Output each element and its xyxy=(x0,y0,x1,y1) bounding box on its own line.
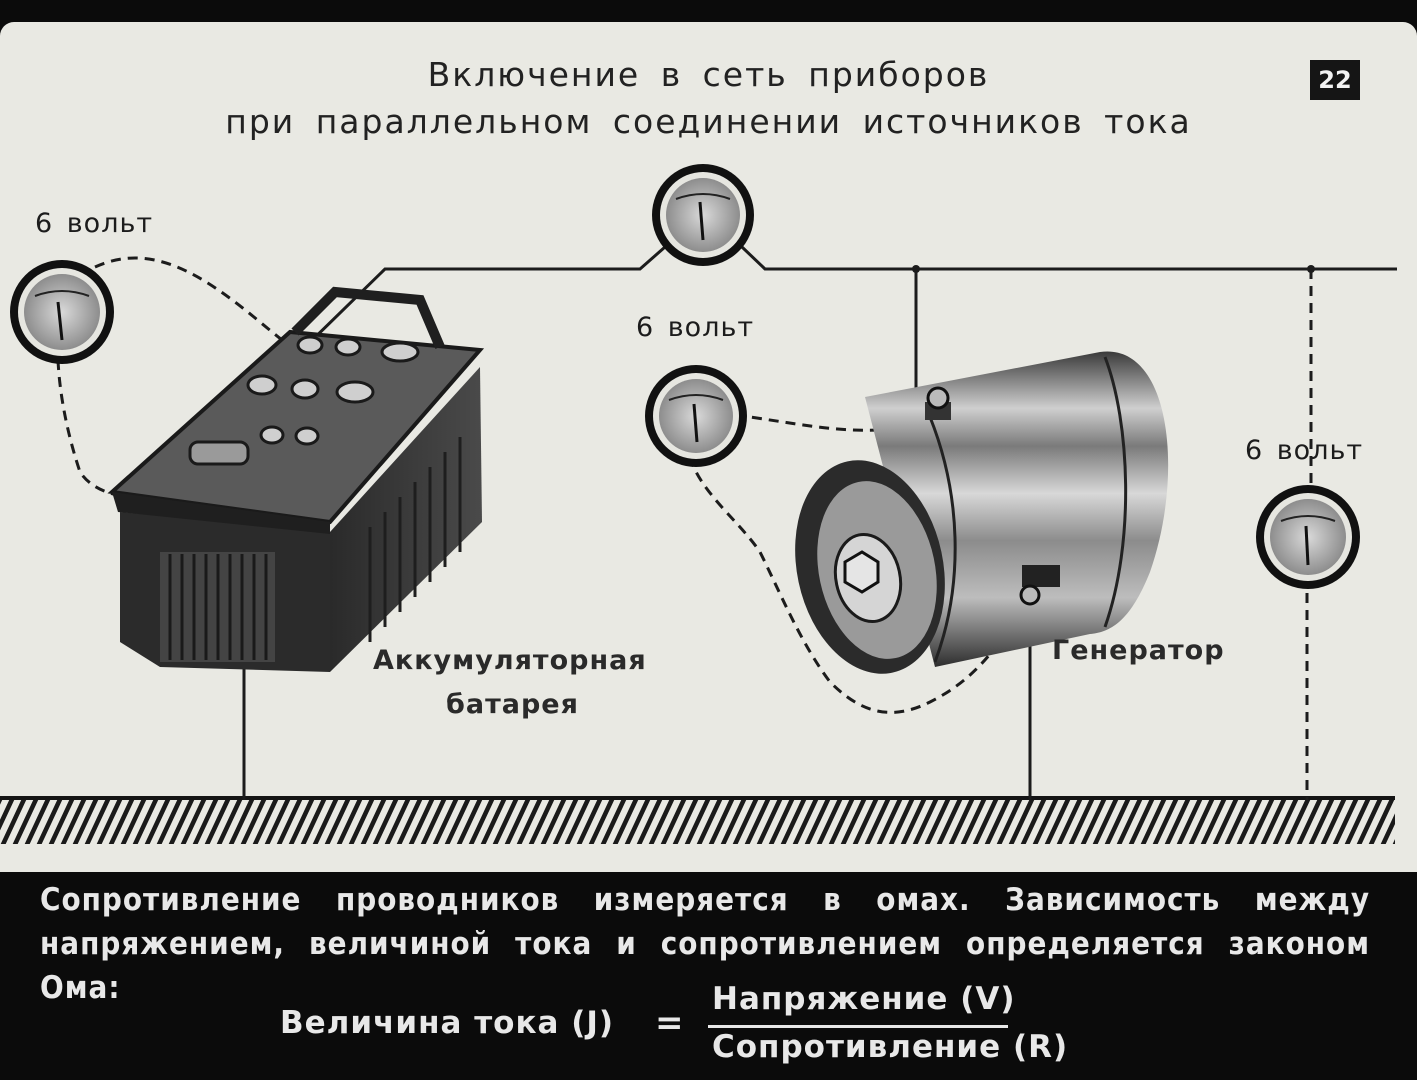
formula-numerator: Напряжение (V) xyxy=(712,981,1016,1017)
circuit-diagram xyxy=(0,164,1397,844)
formula-equals-sign: = xyxy=(655,1003,685,1043)
voltmeter-middle xyxy=(645,365,747,467)
ground-hatch xyxy=(0,796,1395,844)
label-volt-middle: 6 вольт xyxy=(636,312,755,343)
label-battery-line-2: батарея xyxy=(446,689,579,720)
label-battery-line-1: Аккумуляторная xyxy=(373,645,647,676)
slide-number-badge: 22 xyxy=(1310,60,1360,100)
label-volt-right: 6 вольт xyxy=(1245,435,1364,466)
formula-denominator: Сопротивление (R) xyxy=(712,1029,1069,1065)
formula-fraction-bar xyxy=(708,1025,1008,1028)
voltmeter-right xyxy=(1256,485,1360,589)
title-line-1: Включение в сеть приборов xyxy=(427,55,990,94)
formula-left-side: Величина тока (J) xyxy=(280,1005,615,1041)
title-line-2: при параллельном соединении источников т… xyxy=(225,102,1192,141)
bus-node xyxy=(912,265,920,273)
caption-text: Сопротивление проводников измеряется в о… xyxy=(40,882,1370,1006)
voltmeter-top xyxy=(652,164,754,266)
illustration-panel: Включение в сеть приборов при параллельн… xyxy=(0,22,1417,872)
label-generator: Генератор xyxy=(1052,635,1225,666)
label-volt-left: 6 вольт xyxy=(35,208,154,239)
voltmeter-left xyxy=(10,260,114,364)
battery-illustration xyxy=(107,286,485,672)
generator-illustration xyxy=(795,351,1169,674)
